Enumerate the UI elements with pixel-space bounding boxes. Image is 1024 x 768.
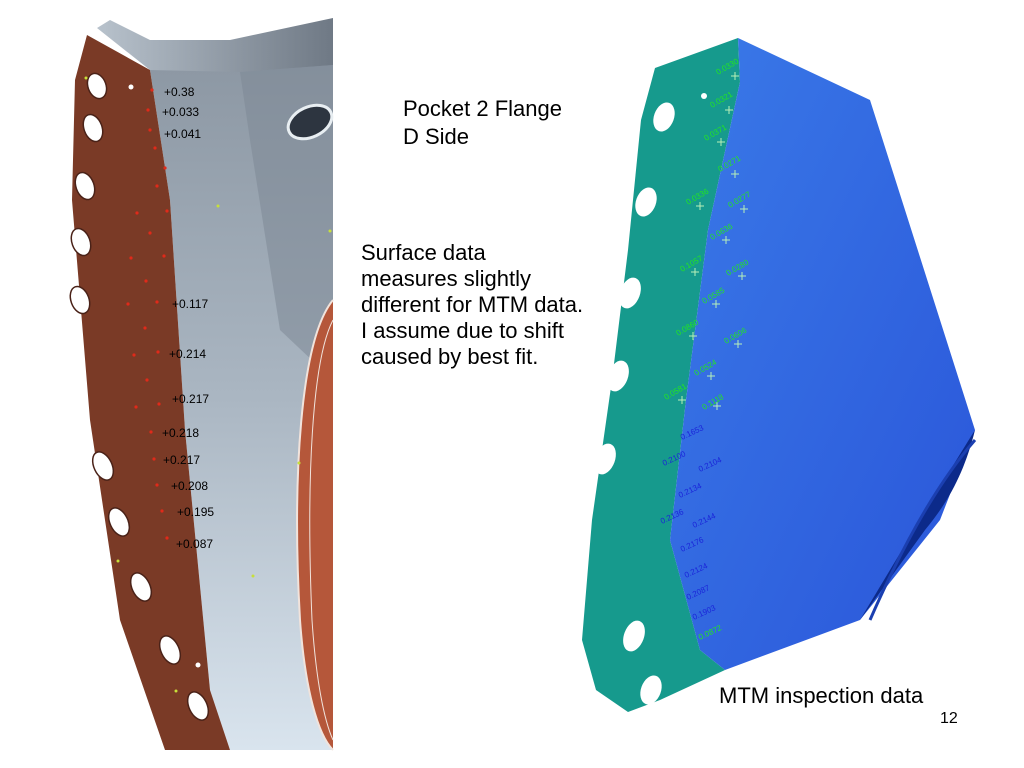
bolt-holes [69,72,210,721]
blue-surface [670,38,975,670]
copper-ring [297,300,333,750]
slide-number: 12 [940,710,958,727]
red-measurement-points [126,88,169,540]
slide-title-text: Pocket 2 Flange D Side [403,96,562,149]
teal-bolt-holes [594,102,675,705]
surface-highlight [868,439,977,621]
flange-strip [72,35,230,750]
small-hole [195,662,201,668]
top-rim [97,18,333,72]
small-hole [128,84,134,90]
measurement-label: +0.217 [172,392,209,406]
copper-ring-edge-2 [309,319,334,741]
measurement-label: +0.195 [177,505,214,519]
measurement-label: +0.087 [176,537,213,551]
copper-ring-edge [296,299,334,751]
green-points [84,76,332,693]
measurement-label: +0.217 [163,453,200,467]
measurement-label: +0.218 [162,426,199,440]
measurement-label: +0.38 [164,85,195,99]
figure-caption: MTM inspection data [719,683,924,708]
measurement-label: +0.208 [171,479,208,493]
small-hole [701,93,707,99]
inspection-point-markers [678,72,748,410]
measurement-label: +0.041 [164,127,201,141]
oval-port [286,103,334,141]
measurement-label: +0.117 [172,297,208,311]
measurement-label: +0.214 [169,347,206,361]
slide-note: Surface data measures slightly different… [361,240,584,369]
slide-title: Pocket 2 Flange D Side [403,95,603,151]
rear-face [240,65,333,380]
measurement-label: +0.033 [162,105,199,119]
